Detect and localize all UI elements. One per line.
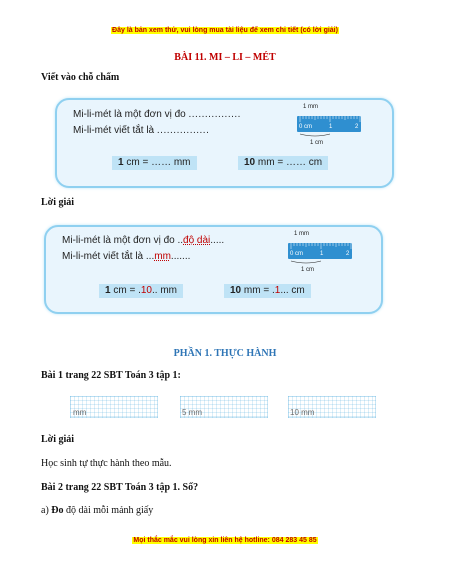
solution-line-2-post: ....... xyxy=(170,251,191,262)
answer-text: 1 xyxy=(274,285,281,296)
box-number: 10 xyxy=(230,285,242,296)
bai2-text-rest: độ dài mỗi mảnh giấy xyxy=(66,505,154,516)
ruler-mm-label: 1 mm xyxy=(294,231,309,237)
blank-dots: ................ xyxy=(188,109,241,120)
box-text: cm = …… mm xyxy=(126,157,191,168)
ruler-illustration: 1 mm 0 cm 1 2 1 cm xyxy=(295,104,365,154)
bai2-heading: Bài 2 trang 22 SBT Toán 3 tập 1. Số? xyxy=(41,482,199,493)
solution-line-1-post: ..... xyxy=(210,235,225,246)
ruler-tick-2: 2 xyxy=(355,124,359,130)
answer-text: độ dài xyxy=(183,235,211,246)
bai1-solution-text: Học sinh tự thực hành theo mẫu. xyxy=(41,458,172,469)
box-text-pre: cm = . xyxy=(113,285,141,296)
bai2-text-a: a) xyxy=(41,505,49,516)
box-text-post: .. mm xyxy=(151,285,177,296)
ruler-tick-1: 1 xyxy=(329,124,333,130)
ruler-tick-1: 1 xyxy=(320,251,324,257)
lesson-title: BÀI 11. MI – LI – MÉT xyxy=(174,52,276,63)
grid-paper-strip: 5 mm xyxy=(180,396,268,418)
answer-text: mm xyxy=(154,251,171,262)
exercise-heading: Viết vào chỗ chấm xyxy=(41,72,120,83)
solution-line-2-pre: Mi-li-mét viết tắt là ... xyxy=(62,251,155,262)
ruler-tick-0: 0 cm xyxy=(299,124,313,130)
grid-label: mm xyxy=(73,408,87,417)
exercise-line-1-text: Mi-li-mét là một đơn vị đo xyxy=(73,109,186,120)
ruler-cm-label: 1 cm xyxy=(310,140,324,146)
hotline-banner-text: Mọi thắc mắc vui lòng xin liên hệ hotlin… xyxy=(132,537,318,544)
solution-heading: Lời giải xyxy=(41,197,75,208)
box-text-post: ... cm xyxy=(280,285,305,296)
ruler-icon xyxy=(297,116,361,137)
grid-label: 10 mm xyxy=(290,408,315,417)
preview-banner: Đây là bản xem thử, vui lòng mua tài liệ… xyxy=(0,27,450,34)
solution-line-2: Mi-li-mét viết tắt là ...mm....... xyxy=(62,251,190,262)
grid-label: 5 mm xyxy=(182,408,202,417)
conversion-box-mm: 10 mm = .1... cm xyxy=(224,284,311,298)
bai2-text: a) Đo độ dài mỗi mảnh giấy xyxy=(41,505,153,516)
bai2-text-bold: Đo xyxy=(51,505,64,516)
grid-paper-strip: mm xyxy=(70,396,158,418)
box-text: mm = …… cm xyxy=(257,157,323,168)
box-text-pre: mm = . xyxy=(243,285,275,296)
conversion-box-cm: 1 cm = .10.. mm xyxy=(99,284,183,298)
ruler-illustration: 1 mm 0 cm 1 2 1 cm xyxy=(286,231,356,281)
grid-paper-strip: 10 mm xyxy=(288,396,376,418)
exercise-line-2-text: Mi-li-mét viết tắt là xyxy=(73,125,155,136)
ruler-tick-0: 0 cm xyxy=(290,251,304,257)
preview-banner-text: Đây là bản xem thử, vui lòng mua tài liệ… xyxy=(111,27,339,34)
conversion-box-mm: 10 mm = …… cm xyxy=(238,156,329,170)
section-title: PHẦN 1. THỰC HÀNH xyxy=(173,348,277,359)
ruler-tick-2: 2 xyxy=(346,251,350,257)
ruler-icon xyxy=(288,243,352,264)
solution-line-1-pre: Mi-li-mét là một đơn vị đo .. xyxy=(62,235,184,246)
box-number: 1 xyxy=(118,157,124,168)
blank-dots: ................ xyxy=(156,125,210,136)
exercise-card: Mi-li-mét là một đơn vị đo .............… xyxy=(55,98,394,188)
conversion-box-cm: 1 cm = …… mm xyxy=(112,156,197,170)
ruler-mm-label: 1 mm xyxy=(303,104,318,110)
bai1-heading: Bài 1 trang 22 SBT Toán 3 tập 1: xyxy=(41,370,181,381)
exercise-line-1: Mi-li-mét là một đơn vị đo .............… xyxy=(73,109,241,120)
box-number: 1 xyxy=(105,285,111,296)
ruler-cm-label: 1 cm xyxy=(301,267,315,273)
box-number: 10 xyxy=(244,157,256,168)
answer-text: 10 xyxy=(140,285,152,296)
solution-line-1: Mi-li-mét là một đơn vị đo ..độ dài..... xyxy=(62,235,224,246)
exercise-line-2: Mi-li-mét viết tắt là ................ xyxy=(73,125,209,136)
solution-card: Mi-li-mét là một đơn vị đo ..độ dài.....… xyxy=(44,225,383,314)
solution-heading: Lời giải xyxy=(41,434,75,445)
hotline-banner: Mọi thắc mắc vui lòng xin liên hệ hotlin… xyxy=(0,537,450,544)
